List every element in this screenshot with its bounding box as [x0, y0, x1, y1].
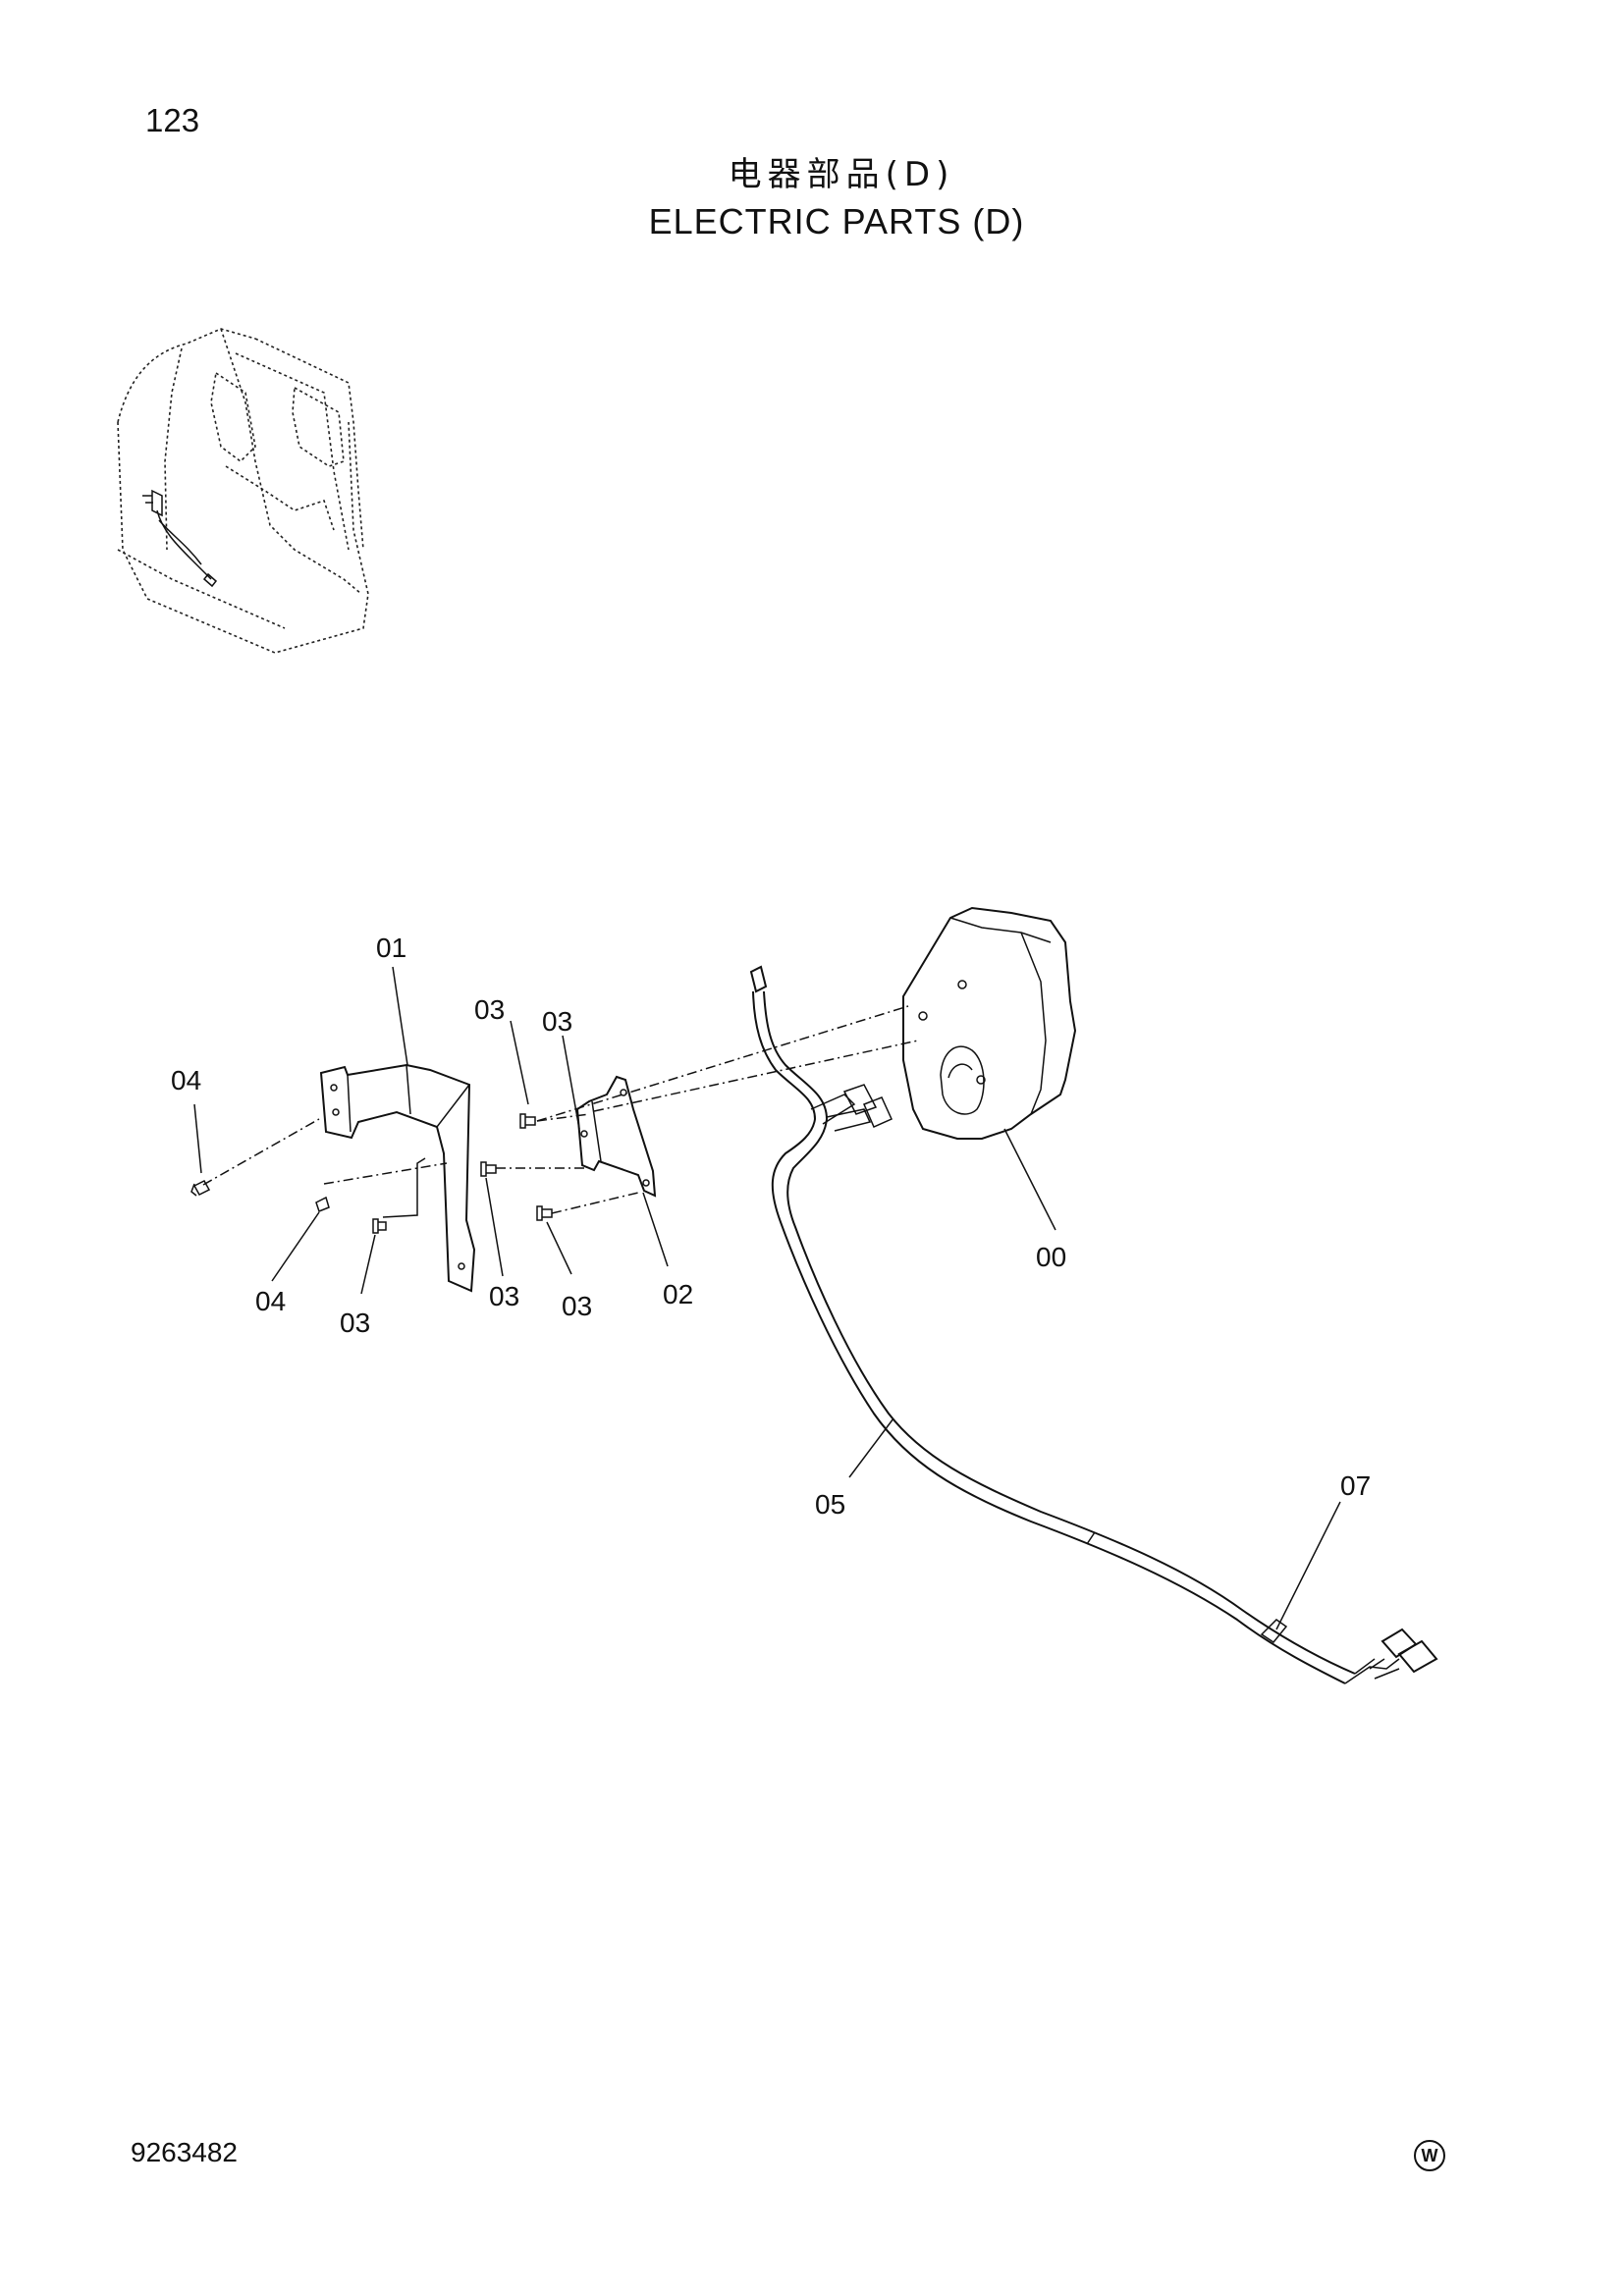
- callout-02: 02: [663, 1279, 693, 1309]
- callout-01: 01: [376, 933, 406, 963]
- callout-04-bottom: 04: [255, 1286, 286, 1316]
- callout-03-c: 03: [340, 1308, 370, 1338]
- callout-05: 05: [815, 1489, 845, 1520]
- callout-00: 00: [1036, 1242, 1066, 1272]
- leader-lines: [193, 966, 1341, 1630]
- bracket-01-drawing: [202, 1063, 476, 1293]
- cab-overview-illustration: [117, 328, 369, 654]
- callout-03-e: 03: [562, 1291, 592, 1321]
- w-mark-symbol: W: [1414, 2140, 1445, 2171]
- bracket-02-drawing: [575, 1075, 657, 1198]
- title-chinese: 电器部品(D): [728, 155, 955, 194]
- fasteners-drawing: [190, 1005, 919, 1234]
- callout-04-top: 04: [171, 1065, 201, 1095]
- harness-05-drawing: [749, 965, 1438, 1684]
- page-number: 123: [145, 102, 200, 138]
- document-number: 9263482: [131, 2137, 239, 2167]
- monitor-00-drawing: [902, 906, 1077, 1140]
- title-english: ELECTRIC PARTS (D): [648, 201, 1025, 241]
- callout-07: 07: [1340, 1470, 1371, 1501]
- callout-03-a: 03: [474, 994, 505, 1025]
- callout-03-d: 03: [489, 1281, 519, 1311]
- callout-03-b: 03: [542, 1006, 572, 1037]
